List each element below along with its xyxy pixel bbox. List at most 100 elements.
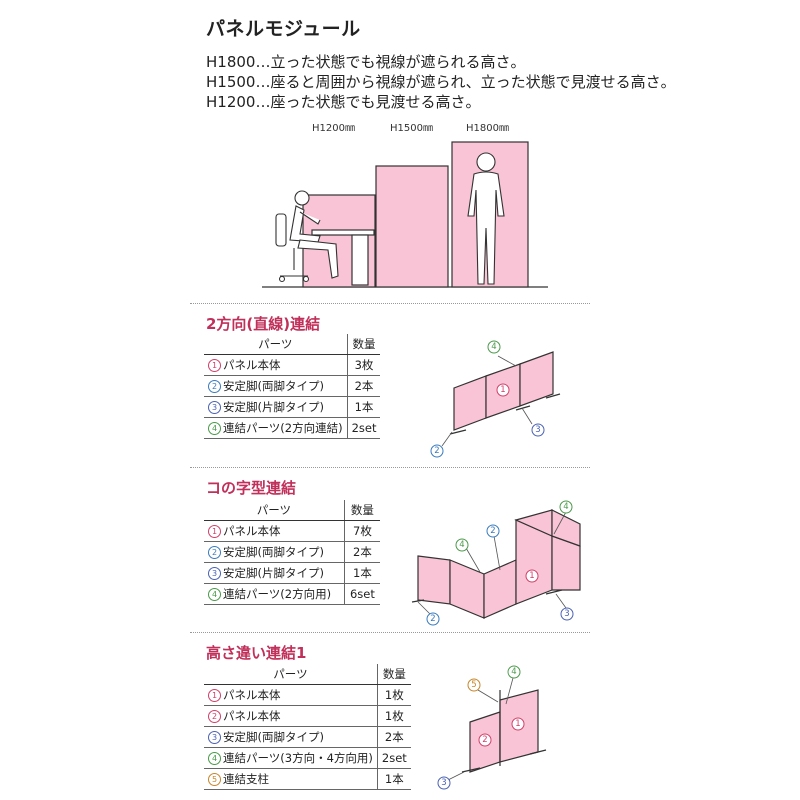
qty-cell: 2本: [376, 726, 411, 748]
page-title: パネルモジュール: [206, 18, 361, 40]
col-part: パーツ: [204, 334, 348, 355]
circled-number-badge: 1: [208, 359, 221, 372]
qty-cell: 2set: [376, 747, 411, 769]
desk-leg: [351, 234, 369, 286]
callout-1: 1: [525, 569, 539, 583]
qty-cell: 3枚: [346, 354, 381, 376]
divider-2: [190, 467, 590, 468]
section-title-straight: 2方向(直線)連結: [206, 315, 321, 333]
svg-text:2: 2: [490, 526, 495, 536]
section-title-u-shape: コの字型連結: [206, 479, 297, 497]
svg-text:4: 4: [563, 502, 568, 512]
desc-line-1800: H1800…立った状態でも視線が遮られる高さ。: [206, 53, 526, 71]
callout-3: 3: [531, 423, 545, 437]
seated-person-icon: [275, 190, 339, 283]
col-part: パーツ: [204, 500, 345, 521]
qty-cell: 1枚: [376, 705, 411, 727]
callout-2: 2: [426, 612, 440, 626]
circled-number-badge: 3: [208, 567, 221, 580]
svg-text:2: 2: [482, 735, 487, 745]
svg-text:3: 3: [564, 609, 569, 619]
circled-number-badge: 4: [208, 752, 221, 765]
callout-5: 5: [467, 678, 481, 692]
col-qty: 数量: [376, 664, 411, 685]
circled-number-badge: 4: [208, 588, 221, 601]
desk-top: [311, 229, 375, 236]
desc-line-1200: H1200…座った状態でも見渡せる高さ。: [206, 93, 481, 111]
qty-cell: 2本: [346, 375, 381, 397]
callout-2: 2: [478, 733, 492, 747]
callout-1: 1: [496, 383, 510, 397]
table-header: パーツ 数量: [204, 664, 411, 685]
svg-text:2: 2: [430, 614, 435, 624]
circled-number-badge: 5: [208, 773, 221, 786]
table-header: パーツ 数量: [204, 334, 381, 355]
callout-4: 4: [507, 665, 521, 679]
circled-number-badge: 1: [208, 689, 221, 702]
dim-label-1500: H1500㎜: [390, 123, 433, 134]
svg-text:1: 1: [515, 719, 520, 729]
callout-3: 3: [560, 607, 574, 621]
callout-4: 4: [559, 500, 573, 514]
col-part: パーツ: [204, 664, 378, 685]
divider-1: [190, 303, 590, 304]
dim-label-1200: H1200㎜: [312, 123, 355, 134]
circled-number-badge: 3: [208, 731, 221, 744]
panel-h1500: [375, 165, 449, 288]
circled-number-badge: 4: [208, 422, 221, 435]
callout-2: 2: [430, 444, 444, 458]
svg-text:4: 4: [511, 667, 516, 677]
callout-4: 4: [455, 538, 469, 552]
circled-number-badge: 2: [208, 546, 221, 559]
divider-3: [190, 632, 590, 633]
table-header: パーツ 数量: [204, 500, 380, 521]
callout-3: 3: [437, 776, 451, 790]
desc-line-1500: H1500…座ると周囲から視線が遮られ、立った状態で見渡せる高さ。: [206, 73, 676, 91]
qty-cell: 1本: [343, 562, 380, 584]
callout-2: 2: [486, 524, 500, 538]
section-title-height-diff: 高さ違い連結1: [206, 644, 307, 662]
svg-text:1: 1: [529, 571, 534, 581]
circled-number-badge: 1: [208, 525, 221, 538]
qty-cell: 7枚: [343, 520, 380, 542]
circled-number-badge: 2: [208, 710, 221, 723]
svg-text:4: 4: [459, 540, 464, 550]
svg-text:5: 5: [471, 680, 476, 690]
svg-text:2: 2: [434, 446, 439, 456]
standing-person-icon: [467, 152, 505, 285]
qty-cell: 6set: [343, 583, 380, 605]
svg-text:3: 3: [535, 425, 540, 435]
straight-panel-c: [519, 351, 554, 407]
qty-cell: 1本: [376, 768, 411, 790]
col-qty: 数量: [346, 334, 381, 355]
svg-text:3: 3: [441, 778, 446, 788]
